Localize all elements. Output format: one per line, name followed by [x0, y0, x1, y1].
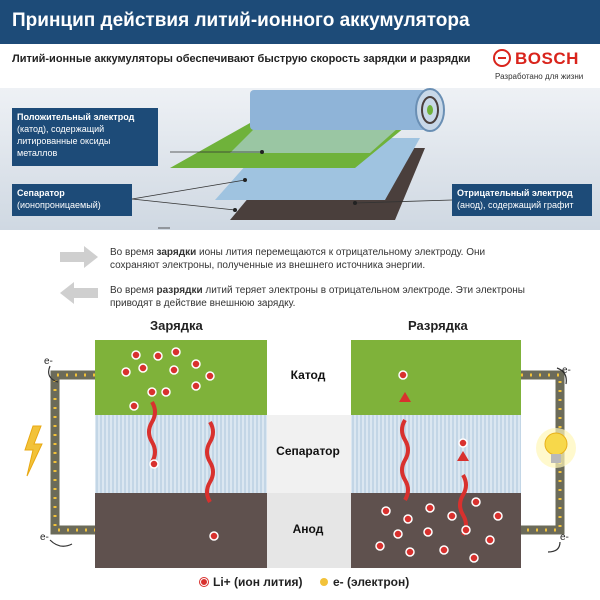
page-title: Принцип действия литий-ионного аккумулят… [0, 0, 600, 44]
subheading: Литий-ионные аккумуляторы обеспечивают б… [12, 53, 471, 65]
label-separator: Сепаратор (ионопроницаемый) [12, 184, 132, 216]
legend-lithium-ion: Li+ (ион лития) [200, 575, 303, 589]
charge-bold: зарядки [156, 247, 197, 258]
lithium-ion-dot-icon [200, 578, 208, 586]
charge-description: Во время зарядки ионы лития перемещаются… [110, 246, 530, 272]
lithium-ion-dots [121, 347, 503, 563]
label-separator-text: (ионопроницаемый) [17, 200, 101, 210]
electron-dot-icon [320, 578, 328, 586]
label-separator-title: Сепаратор [17, 188, 65, 198]
discharge-text: литий теряет электроны в отрицательном э… [110, 285, 525, 309]
electron-label-bottom-right: e- [560, 532, 569, 543]
label-positive-electrode: Положительный электрод (катод), содержащ… [12, 108, 158, 166]
charge-text: ионы лития перемещаются к отрицательному… [110, 247, 486, 271]
legend-lithium-ion-label: Li+ (ион лития) [213, 575, 303, 589]
row-label-separator: Сепаратор [276, 444, 340, 458]
arrow-left-icon [60, 282, 98, 304]
column-title-charge: Зарядка [150, 318, 203, 333]
label-positive-text: (катод), содержащий литированные оксиды … [17, 124, 111, 158]
legend-electron: e- (электрон) [320, 575, 409, 589]
discharge-bold: разрядки [156, 285, 203, 296]
discharge-prefix: Во время [110, 285, 157, 296]
label-negative-text: (анод), содержащий графит [457, 200, 574, 210]
arrow-right-icon [60, 246, 98, 268]
battery-diagram [24, 340, 576, 568]
row-label-cathode: Катод [290, 368, 326, 382]
battery-roll-illustration [131, 88, 453, 229]
label-positive-title: Положительный электрод [17, 112, 135, 122]
column-title-discharge: Разрядка [408, 318, 468, 333]
bosch-armature-icon [493, 49, 511, 67]
row-label-anode: Анод [292, 522, 324, 536]
discharge-description: Во время разрядки литий теряет электроны… [110, 284, 530, 310]
electron-label-bottom-left: e- [40, 532, 49, 543]
brand-name: BOSCH [515, 49, 579, 68]
label-negative-title: Отрицательный электрод [457, 188, 573, 198]
legend-electron-label: e- (электрон) [333, 575, 410, 589]
electron-label-top-left: e- [44, 356, 53, 367]
charge-prefix: Во время [110, 247, 157, 258]
label-negative-electrode: Отрицательный электрод (анод), содержащи… [452, 184, 592, 216]
electron-label-top-right: e- [562, 365, 571, 376]
brand-tagline: Разработано для жизни [495, 72, 584, 81]
